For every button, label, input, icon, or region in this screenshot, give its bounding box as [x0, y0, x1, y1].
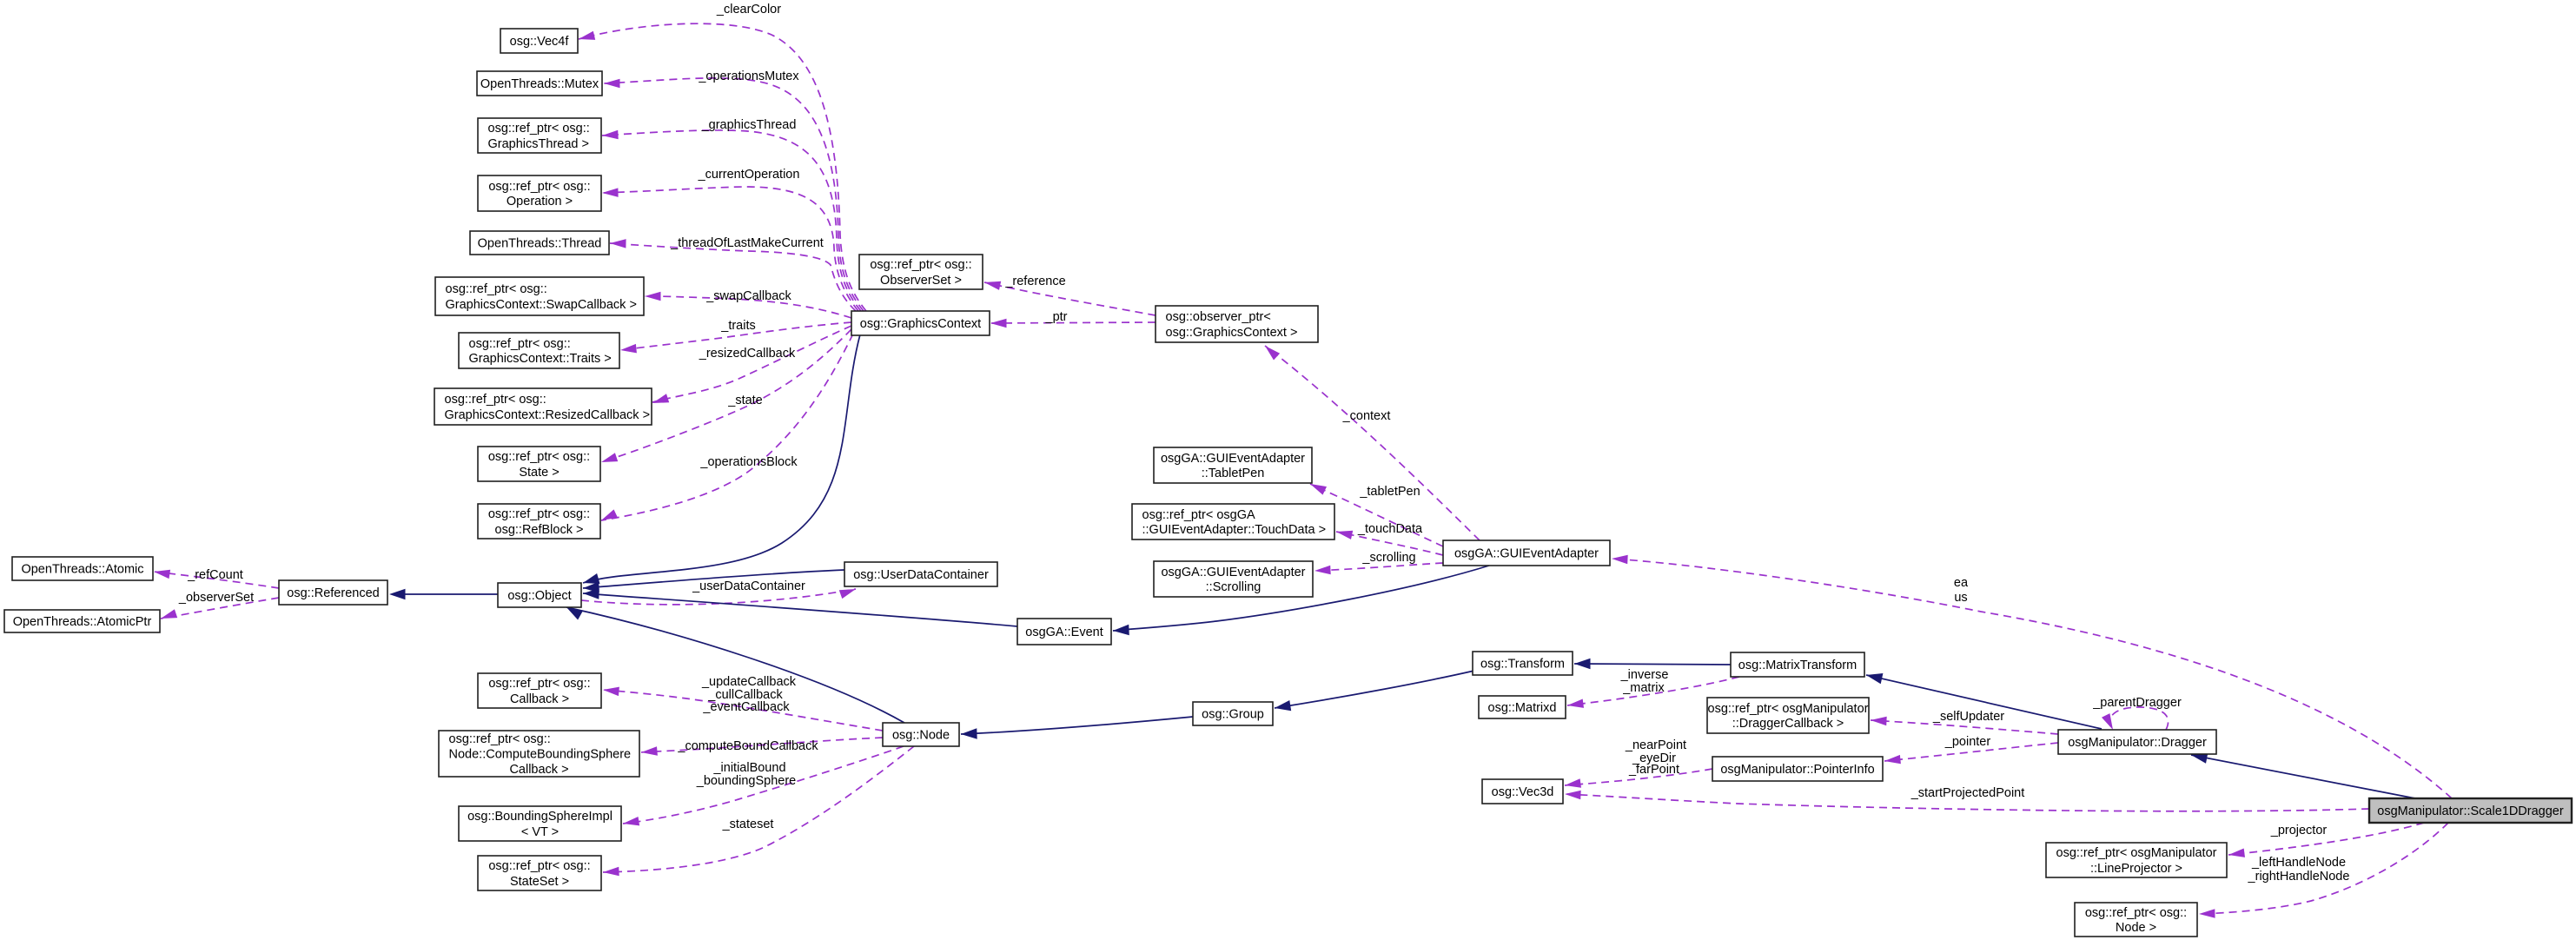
svg-text:_nearPoint: _nearPoint [1625, 738, 1686, 752]
svg-text:_clearColor: _clearColor [716, 3, 781, 17]
svg-text:osg::BoundingSphereImpl: osg::BoundingSphereImpl [467, 810, 613, 824]
svg-text:osg::UserDataContainer: osg::UserDataContainer [853, 568, 989, 582]
svg-text:Node::ComputeBoundingSphere: Node::ComputeBoundingSphere [449, 748, 632, 762]
svg-text:osg::GraphicsContext >: osg::GraphicsContext > [1166, 326, 1298, 340]
svg-text:< VT >: < VT > [521, 825, 559, 839]
svg-text:osg::ref_ptr< osg::: osg::ref_ptr< osg:: [488, 180, 590, 194]
svg-text:_matrix: _matrix [1622, 681, 1665, 695]
svg-text:osg::GraphicsContext: osg::GraphicsContext [860, 317, 981, 331]
svg-text:GraphicsContext::ResizedCallba: GraphicsContext::ResizedCallback > [445, 408, 651, 422]
svg-text:_reference: _reference [1004, 275, 1065, 288]
svg-text:_farPoint: _farPoint [1628, 763, 1679, 777]
svg-text:osg::ref_ptr< osgManipulator: osg::ref_ptr< osgManipulator [2056, 846, 2217, 860]
svg-text:_eyeDir: _eyeDir [1632, 751, 1676, 765]
svg-text:osg::Node: osg::Node [892, 729, 950, 743]
svg-text:_touchData: _touchData [1357, 522, 1423, 536]
svg-text:_currentOperation: _currentOperation [698, 168, 800, 182]
svg-text:osg::ref_ptr< osg::: osg::ref_ptr< osg:: [449, 732, 551, 746]
svg-text:osg::ref_ptr< osg::: osg::ref_ptr< osg:: [488, 122, 590, 136]
svg-text:osg::ref_ptr< osg::: osg::ref_ptr< osg:: [446, 282, 547, 296]
svg-text:osgManipulator::Scale1DDragger: osgManipulator::Scale1DDragger [2377, 804, 2564, 818]
svg-text:Callback >: Callback > [509, 763, 568, 777]
svg-text:osg::ref_ptr< osgGA: osg::ref_ptr< osgGA [1142, 508, 1255, 522]
svg-text:OpenThreads::Thread: OpenThreads::Thread [478, 237, 602, 251]
svg-text:osg::observer_ptr<: osg::observer_ptr< [1166, 310, 1271, 324]
svg-text:_ptr: _ptr [1045, 310, 1068, 324]
svg-text:_eventCallback: _eventCallback [702, 700, 790, 714]
svg-text:_inverse: _inverse [1620, 668, 1669, 682]
svg-text:_projector: _projector [2270, 824, 2328, 837]
svg-text:osg::ref_ptr< osg::: osg::ref_ptr< osg:: [870, 258, 971, 272]
svg-text:Node >: Node > [2116, 921, 2156, 935]
svg-text:_computeBoundCallback: _computeBoundCallback [677, 739, 818, 753]
svg-text:_selfUpdater: _selfUpdater [1932, 710, 2004, 724]
svg-text:_swapCallback: _swapCallback [705, 289, 791, 303]
svg-text:Operation >: Operation > [507, 195, 573, 209]
svg-text:osg::ref_ptr< osg::: osg::ref_ptr< osg:: [445, 393, 546, 407]
svg-text:osg::ref_ptr< osg::: osg::ref_ptr< osg:: [488, 859, 590, 873]
svg-text:osgGA::GUIEventAdapter: osgGA::GUIEventAdapter [1454, 547, 1599, 561]
svg-text:osgGA::GUIEventAdapter: osgGA::GUIEventAdapter [1161, 566, 1305, 579]
svg-text:_operationsMutex: _operationsMutex [698, 70, 799, 83]
svg-text:OpenThreads::Atomic: OpenThreads::Atomic [21, 563, 143, 577]
svg-text:osg::Vec3d: osg::Vec3d [1492, 785, 1554, 799]
svg-text:_operationsBlock: _operationsBlock [699, 455, 798, 469]
svg-text:osg::Referenced: osg::Referenced [287, 586, 379, 600]
svg-text:_boundingSphere: _boundingSphere [696, 774, 797, 788]
svg-text:osg::ref_ptr< osg::: osg::ref_ptr< osg:: [488, 450, 590, 464]
svg-text:_threadOfLastMakeCurrent: _threadOfLastMakeCurrent [670, 236, 824, 250]
svg-text:osg::Transform: osg::Transform [1480, 658, 1565, 672]
svg-text:GraphicsThread >: GraphicsThread > [488, 137, 589, 151]
svg-text:osg::Group: osg::Group [1202, 708, 1264, 722]
svg-text:::Scrolling: ::Scrolling [1206, 580, 1262, 594]
svg-text:_observerSet: _observerSet [178, 591, 254, 605]
svg-text:_startProjectedPoint: _startProjectedPoint [1910, 786, 2025, 800]
svg-text:ea: ea [1954, 576, 1969, 590]
svg-text:osgGA::Event: osgGA::Event [1025, 626, 1103, 639]
svg-text:Callback >: Callback > [510, 692, 569, 706]
svg-text:_updateCallback: _updateCallback [701, 675, 797, 689]
svg-text:::GUIEventAdapter::TouchData >: ::GUIEventAdapter::TouchData > [1142, 523, 1327, 537]
svg-text:_cullCallback: _cullCallback [707, 688, 783, 702]
svg-text:_userDataContainer: _userDataContainer [692, 579, 805, 593]
svg-text:us: us [1954, 591, 1967, 605]
svg-text:_initialBound: _initialBound [712, 761, 785, 775]
svg-text:GraphicsContext::SwapCallback: GraphicsContext::SwapCallback > [446, 298, 637, 312]
svg-text:::LineProjector >: ::LineProjector > [2090, 862, 2182, 876]
svg-text:osgManipulator::PointerInfo: osgManipulator::PointerInfo [1720, 763, 1874, 777]
svg-text:osg::ref_ptr< osg::: osg::ref_ptr< osg:: [488, 507, 590, 521]
svg-text:osg::ref_ptr< osg::: osg::ref_ptr< osg:: [2085, 906, 2187, 920]
svg-text:osgGA::GUIEventAdapter: osgGA::GUIEventAdapter [1161, 452, 1305, 466]
svg-text:osgManipulator::Dragger: osgManipulator::Dragger [2068, 736, 2207, 750]
svg-text:_scrolling: _scrolling [1361, 551, 1415, 565]
svg-text:State >: State > [519, 466, 559, 480]
svg-text:_leftHandleNode: _leftHandleNode [2251, 856, 2346, 870]
svg-text:ObserverSet >: ObserverSet > [880, 274, 962, 288]
svg-text:_resizedCallback: _resizedCallback [699, 347, 796, 361]
svg-text:_rightHandleNode: _rightHandleNode [2248, 870, 2350, 884]
svg-text:StateSet >: StateSet > [510, 875, 569, 889]
svg-text:_parentDragger: _parentDragger [2092, 696, 2182, 710]
svg-text:::TabletPen: ::TabletPen [1202, 467, 1265, 480]
svg-text:osg::MatrixTransform: osg::MatrixTransform [1738, 659, 1857, 672]
svg-text:_state: _state [727, 394, 763, 407]
svg-text:_context: _context [1342, 409, 1391, 423]
svg-text:_pointer: _pointer [1944, 735, 1991, 749]
svg-text:osg::ref_ptr< osg::: osg::ref_ptr< osg:: [488, 677, 590, 691]
svg-text:::DraggerCallback >: ::DraggerCallback > [1732, 717, 1844, 731]
svg-text:GraphicsContext::Traits >: GraphicsContext::Traits > [469, 352, 612, 366]
svg-text:OpenThreads::Mutex: OpenThreads::Mutex [480, 77, 599, 91]
svg-text:osg::ref_ptr< osg::: osg::ref_ptr< osg:: [469, 337, 571, 351]
svg-text:osg::Matrixd: osg::Matrixd [1488, 701, 1557, 715]
svg-text:osg::ref_ptr< osgManipulator: osg::ref_ptr< osgManipulator [1708, 702, 1869, 716]
svg-text:OpenThreads::AtomicPtr: OpenThreads::AtomicPtr [13, 615, 152, 629]
svg-text:_stateset: _stateset [722, 818, 774, 831]
svg-text:osg::RefBlock >: osg::RefBlock > [495, 523, 584, 537]
svg-text:_tabletPen: _tabletPen [1359, 485, 1420, 499]
svg-text:_graphicsThread: _graphicsThread [701, 118, 797, 132]
svg-text:_traits: _traits [720, 319, 756, 333]
svg-text:osg::Vec4f: osg::Vec4f [510, 35, 570, 49]
svg-text:_refCount: _refCount [187, 568, 243, 582]
svg-text:osg::Object: osg::Object [507, 589, 571, 603]
